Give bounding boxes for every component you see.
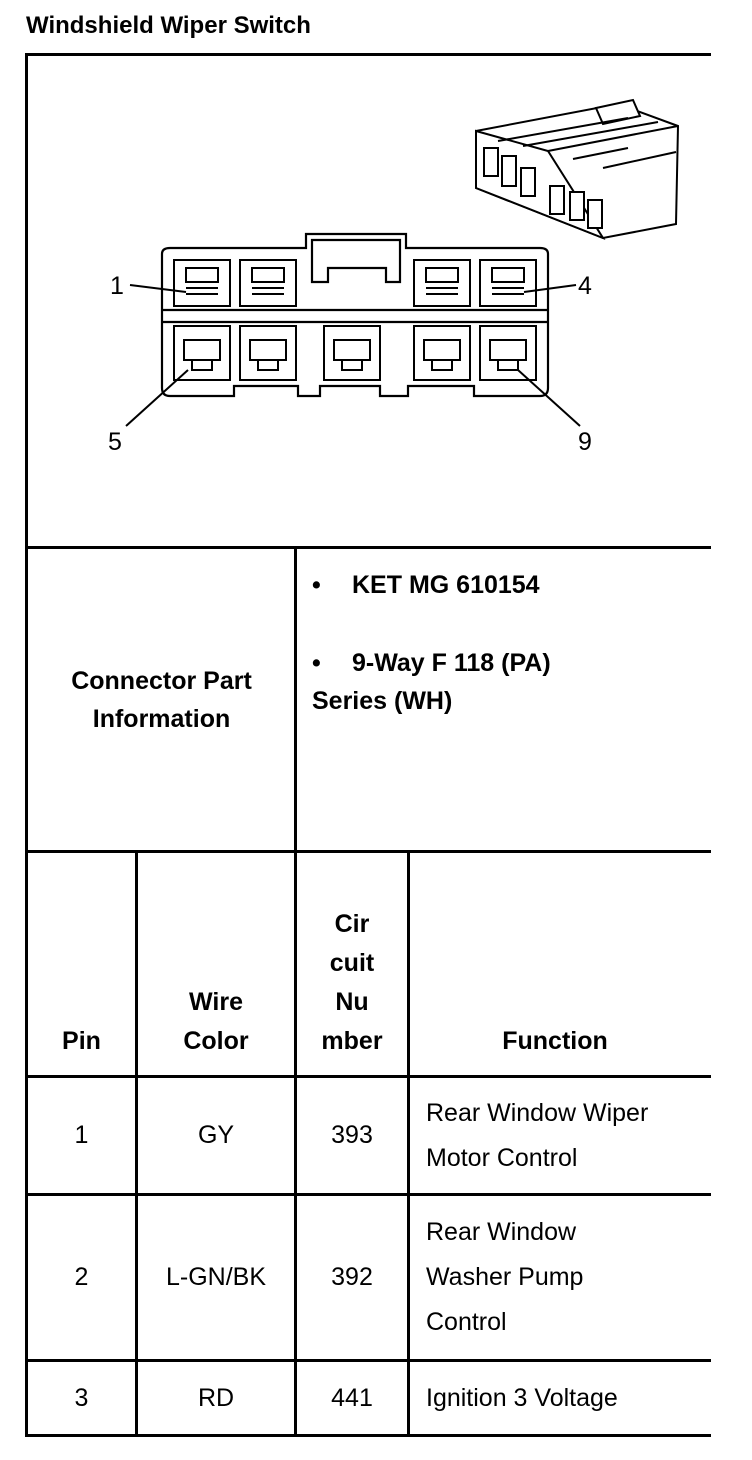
- table-cell-pin: 1: [74, 1121, 89, 1149]
- header-pin: Pin: [28, 855, 135, 1075]
- connector-series: Series (WH): [312, 687, 453, 715]
- header-circuit-line: Cir: [334, 910, 370, 938]
- table-cell-color: GY: [197, 1121, 235, 1149]
- header-function-label: Function: [502, 1027, 608, 1055]
- header-pin-label: Pin: [62, 1027, 101, 1055]
- table-cell-pin: 3: [74, 1383, 89, 1412]
- header-wire-color-line: Color: [183, 1027, 249, 1055]
- pin-label-4: 4: [578, 272, 592, 300]
- header-circuit-number: Cir cuit Nu mber: [297, 855, 407, 1075]
- function-line: Rear Window: [426, 1218, 577, 1246]
- table-cell-circuit: 393: [331, 1121, 373, 1149]
- table-cell-color: RD: [197, 1383, 235, 1412]
- connector-face: [160, 232, 550, 398]
- function-line: Control: [426, 1308, 507, 1336]
- function-line: Motor Control: [426, 1143, 578, 1172]
- header-wire-color: Wire Color: [138, 855, 294, 1075]
- part-item: • 9-Way F 118 (PA) Series (WH): [312, 644, 702, 720]
- header-circuit-line: cuit: [329, 949, 375, 977]
- table-cell-function: Rear Window Washer Pump Control: [426, 1196, 706, 1359]
- divider: [25, 546, 711, 549]
- connector-part-info-label: Connector Part Information: [28, 551, 295, 849]
- table-cell-function: Rear Window Wiper Motor Control: [426, 1078, 706, 1193]
- divider: [407, 850, 410, 1437]
- bullet: •: [312, 571, 321, 599]
- divider: [25, 1075, 711, 1078]
- connector-3d-illustration: [475, 98, 680, 241]
- divider: [25, 1193, 711, 1196]
- header-function: Function: [410, 855, 700, 1075]
- table-cell-color: L-GN/BK: [165, 1263, 267, 1291]
- connector-diagram: 1 4 5 9: [28, 56, 708, 546]
- header-circuit-line: Nu: [335, 988, 369, 1016]
- connector-label-line: Information: [92, 705, 231, 733]
- bullet: •: [312, 649, 321, 677]
- table-cell-function: Ignition 3 Voltage: [426, 1362, 706, 1434]
- pin-label-5: 5: [108, 428, 122, 456]
- function-line: Washer Pump: [426, 1263, 584, 1291]
- terminal-cavities: [173, 259, 537, 381]
- table-cell-circuit: 441: [331, 1383, 373, 1412]
- connector-sheet: [25, 53, 711, 1437]
- part-number: KET MG 610154: [352, 571, 540, 599]
- table-cell-circuit: 392: [331, 1263, 373, 1291]
- divider: [135, 850, 138, 1437]
- function-line: Ignition 3 Voltage: [426, 1383, 618, 1412]
- part-item: • KET MG 610154: [312, 566, 702, 604]
- header-circuit-line: mber: [321, 1027, 383, 1055]
- page-title: Windshield Wiper Switch: [26, 12, 311, 39]
- connector-type: 9-Way F 118 (PA): [352, 649, 551, 677]
- pin-label-1: 1: [110, 272, 124, 300]
- pin-label-9: 9: [578, 428, 592, 456]
- table-cell-pin: 2: [74, 1263, 89, 1291]
- pin-leaders: [125, 284, 581, 427]
- divider: [294, 546, 297, 1437]
- function-line: Rear Window Wiper: [426, 1098, 649, 1127]
- connector-label-line: Connector Part: [71, 667, 252, 695]
- divider: [25, 1359, 711, 1362]
- connector-part-info-list: • KET MG 610154 • 9-Way F 118 (PA) Series …: [312, 566, 702, 760]
- divider: [25, 850, 711, 853]
- header-wire-color-line: Wire: [189, 988, 243, 1016]
